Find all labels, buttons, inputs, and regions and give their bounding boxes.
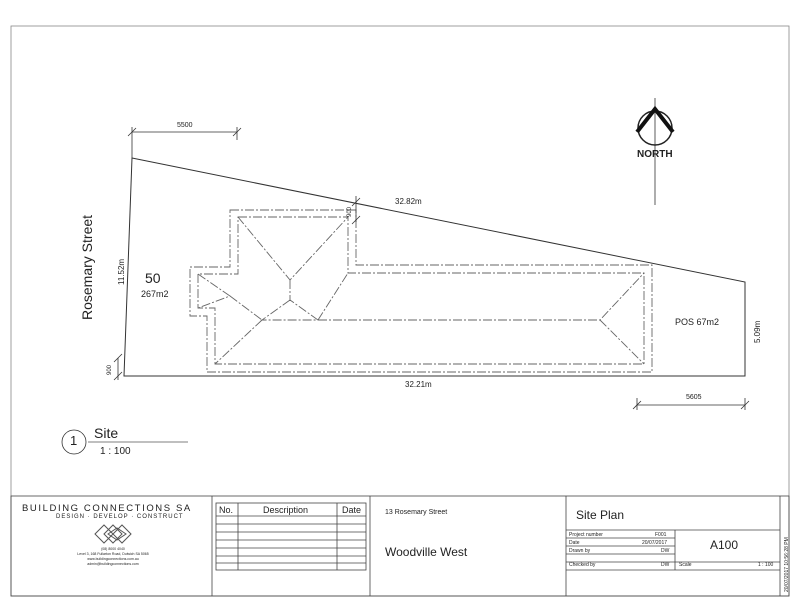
view-marker [61,429,188,455]
drawn-by: DW [661,548,670,554]
dim-rear-setback-line [632,398,750,410]
house-outline [189,209,653,373]
view-title: Site [94,425,119,441]
dim-eave-top-line [351,196,361,225]
street-name: Rosemary Street [79,214,95,320]
scale-value: 1 : 100 [758,562,774,568]
company-tagline: DESIGN · DEVELOP · CONSTRUCT [56,514,184,520]
lot-number: 50 [145,270,161,286]
company-name: BUILDING CONNECTIONS SA [22,503,192,514]
address-line: 13 Rosemary Street [385,509,448,516]
title-block-frame [10,495,790,597]
project-number-label: Project number [569,532,603,538]
dim-top-setback-line [127,127,242,158]
view-scale: 1 : 100 [100,446,131,457]
north-label: NORTH [637,149,673,160]
dim-right-boundary: 5.09m [753,320,762,343]
company-phone: (08) 8000 4040 [101,547,125,551]
checked-by: DW [661,562,670,568]
view-number: 1 [70,433,78,448]
revision-header-no: No. [219,505,234,515]
dim-top-setback: 5500 [177,122,193,129]
print-timestamp: 20/07/2017 10:56:28 PM [784,537,790,592]
company-email: admin@buildingconnections.com [87,562,139,566]
company-website: www.buildingconnections.com.au [87,557,139,561]
date-value: 20/07/2017 [642,540,668,546]
suburb: Woodville West [385,545,468,559]
north-arrow-icon [635,98,675,205]
project-number: F001 [655,532,667,538]
drawn-by-label: Drawn by [569,548,591,554]
dim-bottom-boundary: 32.21m [405,380,432,389]
dim-left-boundary: 11.52m [117,258,126,285]
dim-eave-bottom: 900 [107,364,113,375]
dim-top-boundary: 32.82m [395,197,422,206]
dim-eave-bottom-line [113,353,123,381]
site-boundary [123,157,746,377]
date-label: Date [569,540,580,546]
checked-by-label: Checked by [569,562,596,568]
revision-header-description: Description [263,505,309,515]
dim-rear-setback: 5605 [686,394,702,401]
company-details: (08) 8000 4040 Level 3, 168 Fullarton Ro… [74,547,152,567]
sheet-title: Site Plan [576,508,625,522]
company-logo-icon [94,524,132,544]
sheet-number: A100 [710,538,739,552]
revision-header-date: Date [342,505,362,515]
lot-area: 267m2 [141,289,169,299]
dim-eave-top: 900 [347,206,353,217]
company-address: Level 3, 168 Fullarton Road, Dulwich SA … [77,552,149,556]
scale-label: Scale [679,562,692,568]
pos-label: POS 67m2 [675,317,720,327]
